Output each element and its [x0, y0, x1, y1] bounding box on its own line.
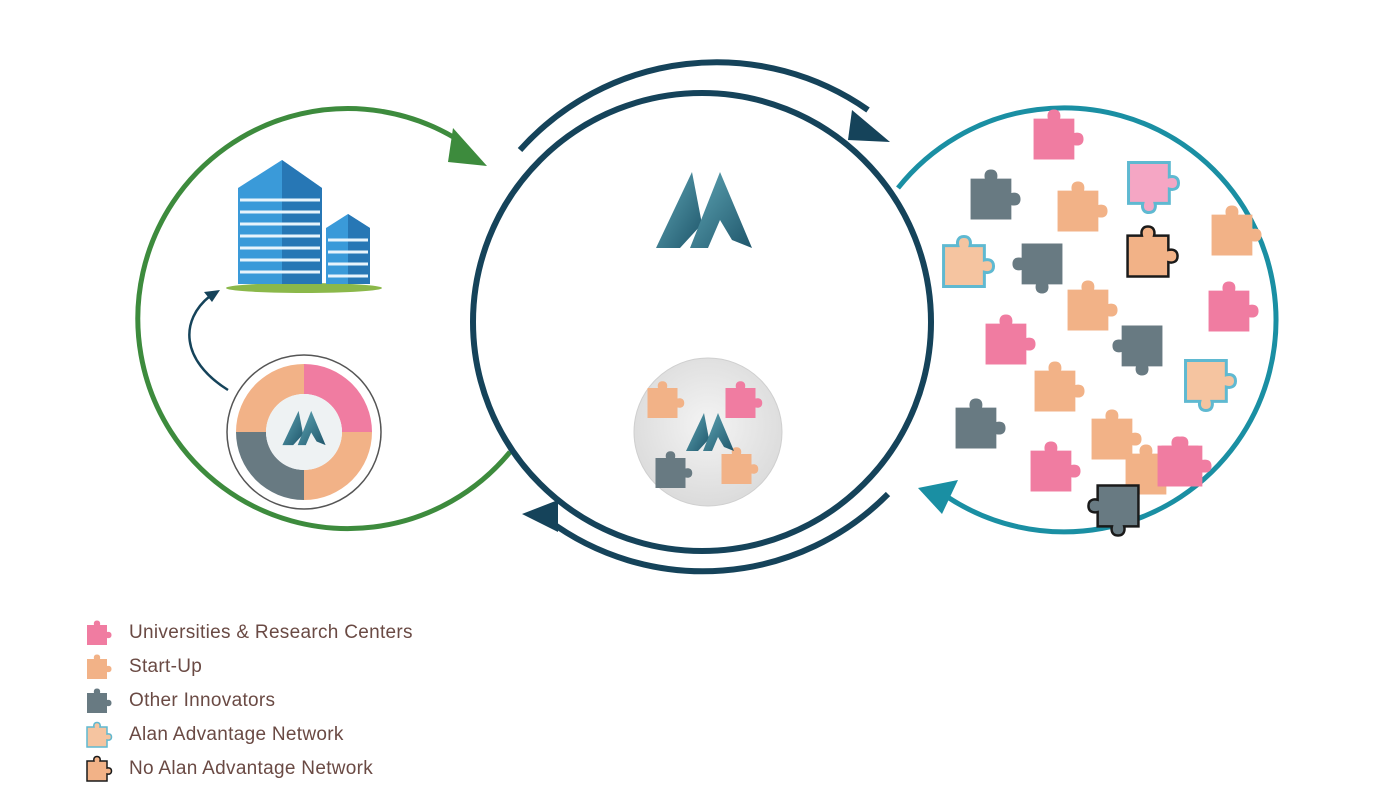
- right-teal-cycle: [896, 105, 1279, 535]
- puzzle-piece-icon: [87, 688, 112, 713]
- legend: Universities & Research Centers Start-Up…: [84, 616, 413, 786]
- legend-item-network: Alan Advantage Network: [84, 718, 413, 752]
- partner-cluster: [633, 357, 783, 507]
- legend-item-innovator: Other Innovators: [84, 684, 413, 718]
- green-arrowhead-icon: [448, 128, 487, 166]
- puzzle-piece-startup: [1057, 181, 1108, 232]
- puzzle-piece-icon: [86, 721, 113, 748]
- left-green-cycle: [135, 106, 512, 532]
- legend-label: Start-Up: [129, 656, 203, 677]
- puzzle-piece-university: [1033, 109, 1084, 160]
- mountain-logo-icon: [656, 172, 752, 248]
- puzzle-piece-university: [985, 314, 1036, 365]
- navy-arrowhead-bottom-icon: [522, 500, 558, 532]
- ring-segment-university: [304, 364, 372, 432]
- navy-arrowhead-top-icon: [848, 110, 890, 142]
- arrowhead-icon: [204, 290, 220, 302]
- center-navy-cycle: [470, 59, 934, 575]
- puzzle-piece-icon: [86, 755, 113, 782]
- office-buildings-icon: [226, 160, 382, 293]
- puzzle-piece-university: [1030, 441, 1081, 492]
- puzzle-piece-network-pink: [1127, 161, 1181, 215]
- legend-item-startup: Start-Up: [84, 650, 413, 684]
- legend-item-no-network: No Alan Advantage Network: [84, 752, 413, 786]
- innovation-cycle-diagram: [135, 59, 1279, 575]
- legend-label: Universities & Research Centers: [129, 622, 413, 643]
- puzzle-piece-innovator: [970, 169, 1021, 220]
- puzzle-piece-startup: [1034, 361, 1085, 412]
- legend-label: Alan Advantage Network: [129, 724, 344, 745]
- legend-item-university: Universities & Research Centers: [84, 616, 413, 650]
- puzzle-piece-no-network: [1126, 225, 1179, 278]
- puzzle-piece-innovator: [955, 398, 1006, 449]
- puzzle-piece-startup: [1091, 409, 1142, 460]
- teal-arrowhead-icon: [918, 480, 958, 514]
- puzzle-piece-startup: [1067, 280, 1118, 331]
- mountain-logo-icon: [686, 413, 734, 451]
- ring-segment-innovator: [236, 432, 304, 500]
- ring-segment-startup: [236, 364, 304, 432]
- puzzle-piece-network: [1184, 359, 1238, 413]
- puzzle-piece-icon: [87, 654, 112, 679]
- puzzle-piece-university: [1208, 281, 1259, 332]
- legend-label: No Alan Advantage Network: [129, 758, 374, 779]
- legend-label: Other Innovators: [129, 690, 276, 711]
- puzzle-piece-startup: [1211, 205, 1262, 256]
- puzzle-ring: [226, 354, 382, 510]
- puzzle-piece-innovator: [1112, 325, 1163, 376]
- puzzle-piece-icon: [87, 620, 112, 645]
- ring-segment-startup-2: [304, 432, 372, 500]
- growth-arrow: [188, 290, 229, 392]
- mountain-logo-icon: [282, 410, 326, 446]
- puzzle-piece-innovator: [1012, 243, 1063, 294]
- puzzle-piece-network: [942, 234, 996, 288]
